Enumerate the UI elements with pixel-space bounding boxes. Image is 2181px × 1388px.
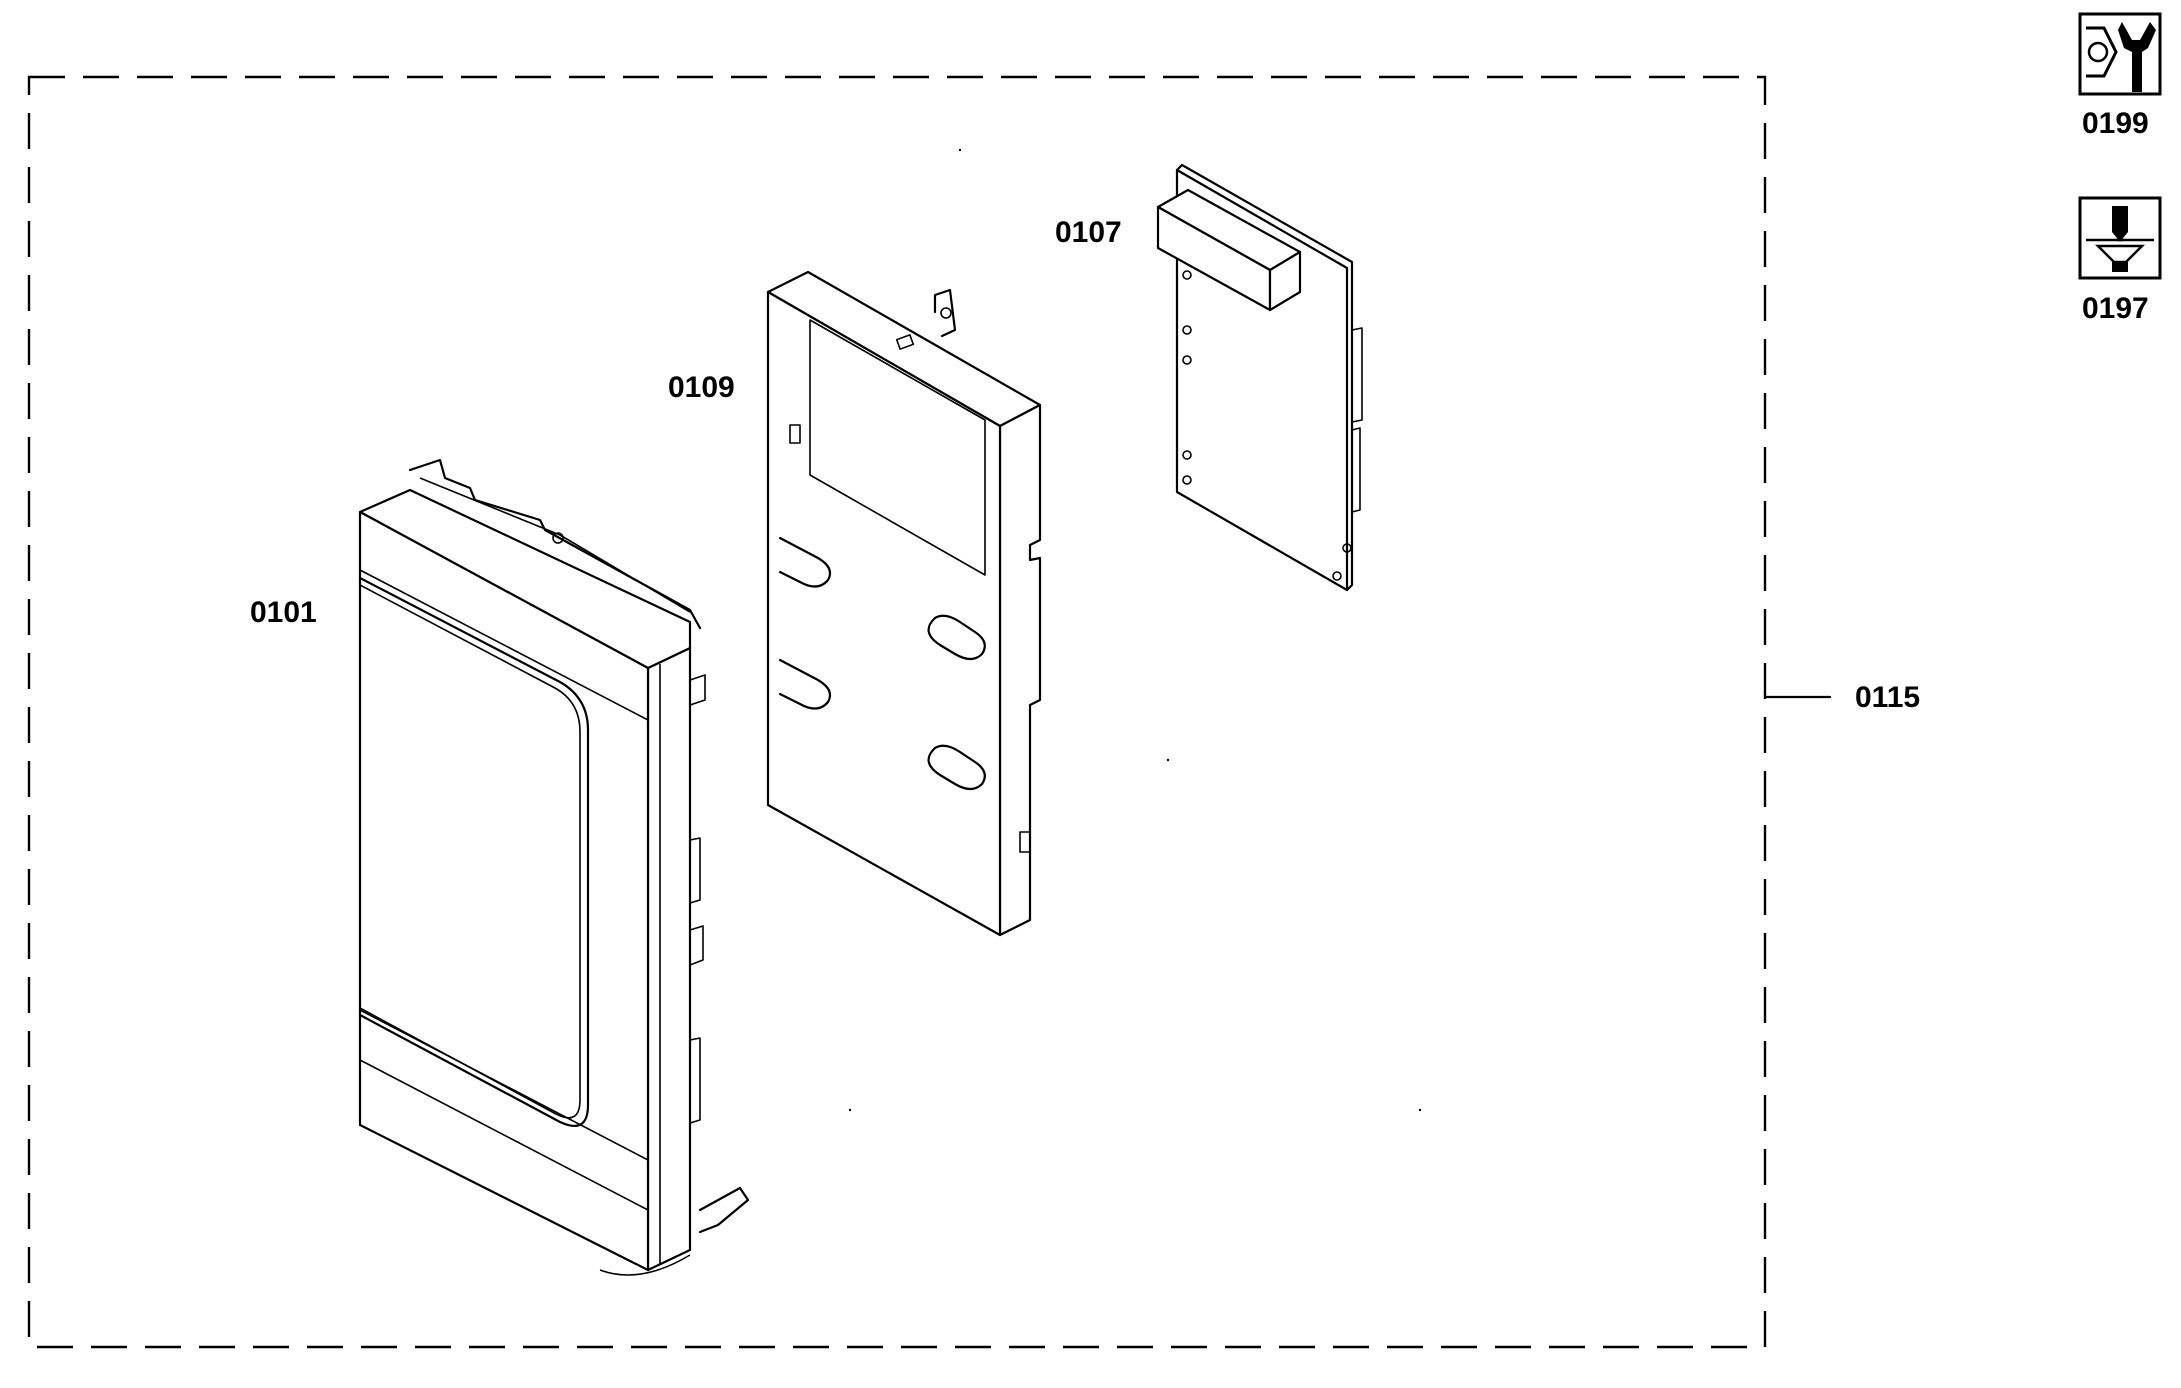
door-panel-label[interactable]: 0101 [250,596,317,629]
door-panel-part[interactable] [358,458,750,1276]
circuit-board-label[interactable]: 0107 [1055,216,1122,249]
screw-driver-code: 0197 [2082,292,2149,325]
frame-bracket-part[interactable] [766,270,1042,937]
frame-bracket-label[interactable]: 0109 [668,371,735,404]
wrench-nut-code: 0199 [2082,107,2149,140]
assembly-label[interactable]: 0115 [1855,681,1920,714]
wrench-nut-icon [2078,12,2162,96]
assembly-boundary [27,75,1767,1349]
circuit-board-part[interactable] [1156,163,1363,592]
screw-driver-icon [2078,196,2162,280]
